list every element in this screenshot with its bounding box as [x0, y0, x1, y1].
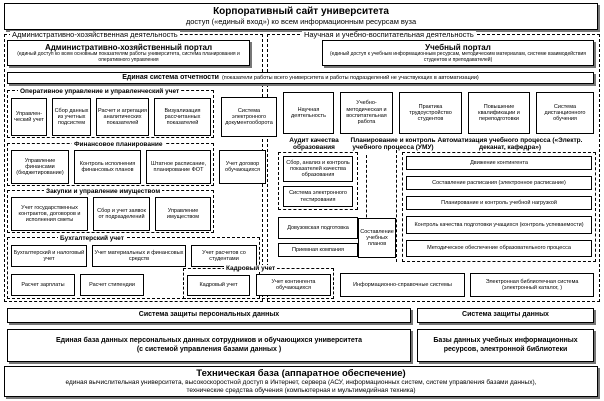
accounting-item-stipend: Расчет стипендии: [80, 274, 144, 296]
edu-area-label: Научная и учебно-воспитательная деятельн…: [302, 30, 476, 40]
db-right-title: Базы данных учебных информационных ресур…: [433, 337, 578, 353]
edu-portal-box: Учебный портал (единый доступ к учебным …: [322, 40, 594, 66]
db-left-desc: (с системой управления базами данных ): [136, 345, 282, 353]
hr-title: Кадровый учет: [224, 265, 278, 273]
procure-title: Закупки и управление имуществом: [44, 188, 163, 196]
admin-portal-title: Административно-хозяйственный портал: [44, 42, 213, 52]
audit-group: [278, 152, 358, 210]
reporting-desc: (показатели работы всего университета и …: [221, 74, 479, 81]
tech-desc-1: единая вычислительная университета, высо…: [65, 379, 537, 387]
planning-item-curricula: Составление учебных планов: [358, 218, 396, 258]
corporate-site-box: Корпоративный сайт университета доступ (…: [4, 3, 598, 30]
db-right-box: Базы данных учебных информационных ресур…: [417, 329, 594, 362]
sci-methodical: Учебно-методическая и воспитательная раб…: [340, 92, 393, 134]
corporate-site-subtitle: доступ («единый вход») ко всем информаци…: [185, 17, 417, 27]
planning-line-2: [396, 150, 397, 262]
automation-item-methodical: Методическое обеспечение образовательног…: [406, 240, 592, 257]
planning-title: Планирование и контроль учебного процесс…: [350, 137, 436, 152]
admin-area-label: Административно-хозяйственная деятельнос…: [10, 30, 180, 40]
automation-item-contingent: Движение контингента: [406, 156, 592, 170]
ops-item-management-accounting: Управлен-ческий учет: [11, 98, 47, 136]
audit-item-testing: Система электронного тестирования: [283, 186, 353, 207]
ops-item-analytics: Расчет и агрегация аналитических показат…: [96, 98, 149, 136]
sci-qualification: Повышение квалификации и переподготовки: [468, 92, 530, 134]
procure-item-property: Управление имуществом: [155, 197, 211, 231]
automation-item-quality: Контроль качества подготовки учащихся (к…: [406, 216, 592, 234]
planning-item-prep: Довузовская подготовка: [278, 217, 358, 239]
reporting-box: Единая система отчетности (показатели ра…: [7, 72, 594, 84]
admin-portal-box: Административно-хозяйственный портал (ед…: [7, 40, 250, 66]
accounting-item-hr: Кадровый учет: [187, 275, 250, 296]
admin-portal-desc: (единый доступ ко всем основным показате…: [17, 50, 240, 63]
accounting-item-tax: Бухгалтерский и налоговый учет: [11, 245, 87, 267]
contracts-box: Учет договор обучающихся: [219, 150, 266, 184]
db-left-title: Единая база данных персональных данных с…: [55, 337, 362, 345]
procure-item-requests: Сбор и учет заявок от подразделений: [93, 197, 150, 231]
audit-item-quality: Сбор, анализ и контроль показателей каче…: [283, 156, 353, 182]
ops-item-visualization: Визуализация рассчитанных показателей: [154, 98, 211, 136]
db-left-box: Единая база данных персональных данных с…: [7, 329, 411, 362]
sci-distance: Система дистанционного обучения: [536, 92, 594, 134]
tech-box: Техническая база (аппаратное обеспечение…: [4, 366, 598, 397]
audit-title: Аудит качества образования: [289, 137, 339, 152]
tech-desc-2: технические средства обучения (компьютер…: [186, 386, 416, 394]
sci-research: Научная деятельность: [283, 92, 334, 134]
finplan-item-budgeting: Управление финансами (бюджетирование): [11, 150, 69, 184]
automation-item-schedule: Составление расписания (электронное расп…: [406, 176, 592, 190]
sci-practice: Практика трудоустройство студентов: [399, 92, 462, 134]
pd-protect-box: Система защиты персональных данных: [7, 308, 411, 323]
edu-portal-title: Учебный портал: [425, 42, 491, 52]
data-protect-box: Система защиты данных: [417, 308, 594, 323]
accounting-item-assets: Учет материальных и финансовых средств: [92, 245, 186, 267]
automation-group: [402, 152, 596, 262]
finplan-item-control: Контроль исполнения финансовых планов: [74, 150, 141, 184]
tech-title: Техническая база (аппаратное обеспечение…: [196, 367, 406, 379]
automation-title: Автоматизация учебного процесса («Электр…: [437, 137, 583, 152]
planning-item-admission: Приемная компания: [278, 243, 358, 257]
accounting-title: Бухгалтерский учет: [58, 235, 126, 243]
library-box: Электронная библиотечная система (электр…: [470, 273, 594, 297]
finplan-title: Финансовое планирование: [72, 141, 165, 149]
reporting-title: Единая система отчетности: [122, 73, 219, 81]
corporate-site-title: Корпоративный сайт университета: [213, 5, 389, 17]
contingent-box: Учет контингента обучающихся: [256, 274, 331, 296]
ops-item-data-collection: Сбор данных из учетных подсистем: [52, 98, 91, 136]
edu-portal-desc: (единый доступ к учебным информационным …: [330, 50, 586, 63]
planning-line-1: [366, 155, 367, 257]
ops-title: Оперативное управление и управленческий …: [18, 88, 182, 96]
docflow-box: Система электронного документооборота: [221, 97, 277, 137]
accounting-item-salary: Расчет зарплаты: [11, 274, 75, 296]
procure-item-contracts: Учет государственных контрактов, договор…: [11, 197, 88, 231]
accounting-item-students: Учет расчетов со студентами: [191, 245, 257, 267]
automation-item-workload: Планирование и контроль учебной нагрузко…: [406, 196, 592, 210]
finplan-item-staffing: Штатное расписание, планирование ФОТ: [146, 150, 211, 184]
info-ref-box: Информационно-справочные системы: [340, 273, 465, 297]
